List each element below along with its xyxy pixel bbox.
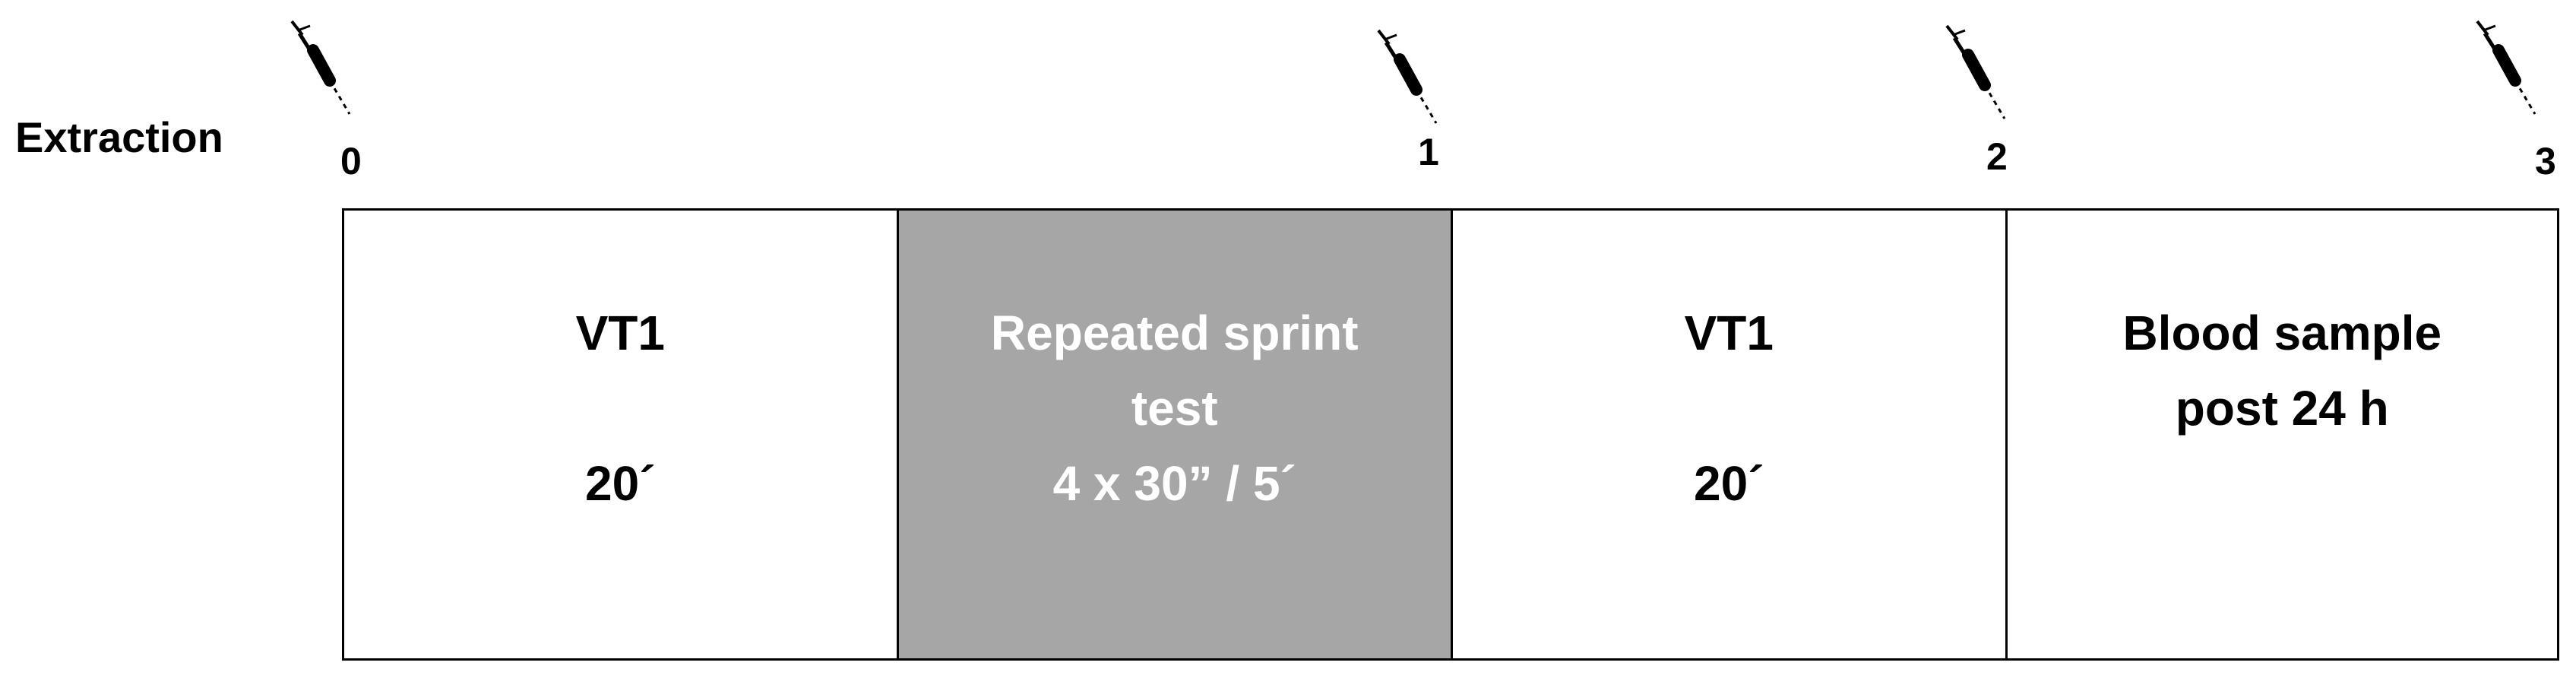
marker-label: 0 bbox=[340, 140, 362, 182]
row-label-extraction: Extraction bbox=[15, 113, 223, 161]
stage-blood-sample: Blood sample post 24 h bbox=[2005, 211, 2559, 658]
syringe-icon bbox=[290, 20, 351, 115]
stage-duration: 20´ bbox=[585, 456, 656, 511]
syringe-icon bbox=[1377, 29, 1438, 124]
stage-vt1-first: VT1 20´ bbox=[342, 211, 897, 658]
timeline: VT1 20´ Repeated sprint test 4 x 30” / 5… bbox=[342, 208, 2559, 661]
stage-title: VT1 bbox=[1684, 306, 1774, 360]
stage-line2: test bbox=[1131, 381, 1218, 436]
marker-0: 0 bbox=[281, 17, 403, 184]
marker-label: 2 bbox=[1986, 135, 2008, 178]
marker-label: 1 bbox=[1418, 131, 1439, 173]
stage-duration: 4 x 30” / 5´ bbox=[1052, 456, 1296, 511]
stage-vt1-second: VT1 20´ bbox=[1451, 211, 2005, 658]
marker-2: 2 bbox=[1936, 21, 2058, 189]
stage-title: Blood sample bbox=[2122, 306, 2442, 360]
stage-duration: 20´ bbox=[1694, 456, 1764, 511]
marker-3: 3 bbox=[2467, 17, 2576, 184]
syringe-icon bbox=[1945, 24, 2006, 119]
stage-repeated-sprint-test: Repeated sprint test 4 x 30” / 5´ bbox=[896, 211, 1451, 658]
stage-line2: post 24 h bbox=[2175, 381, 2389, 436]
marker-label: 3 bbox=[2535, 140, 2556, 182]
stage-title: VT1 bbox=[575, 306, 665, 360]
syringe-icon bbox=[2476, 20, 2536, 115]
stage-title: Repeated sprint bbox=[990, 306, 1359, 360]
marker-1: 1 bbox=[1368, 26, 1489, 193]
